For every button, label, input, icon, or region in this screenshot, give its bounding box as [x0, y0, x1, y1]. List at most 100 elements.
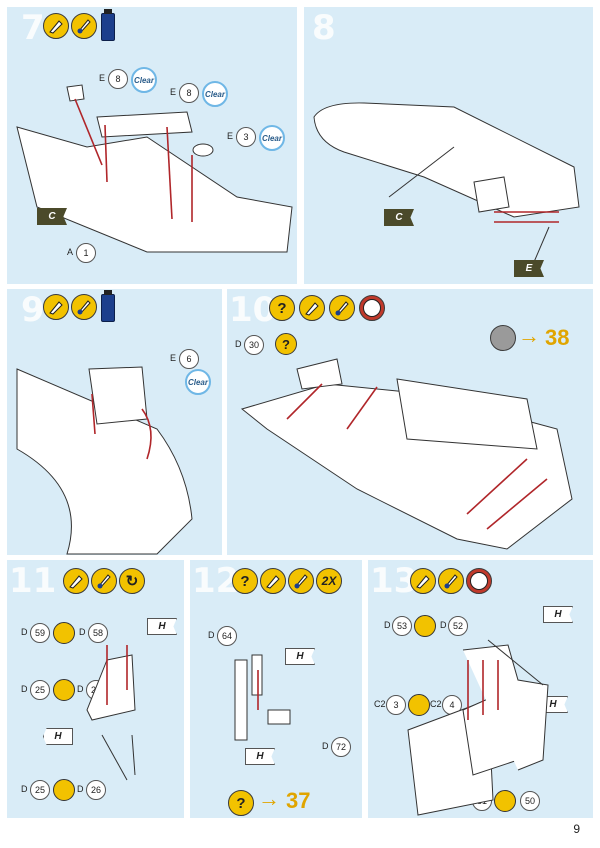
part-sprue: D: [77, 784, 84, 794]
part-sprue: D: [77, 684, 84, 694]
part-number-circle: 52: [448, 616, 468, 636]
cockpit-drawing: [16, 366, 193, 555]
glue-icon: [43, 294, 69, 320]
glue-icon: [299, 295, 325, 321]
rotate-icon: [414, 615, 436, 637]
part-number-circle: 30: [244, 335, 264, 355]
part-number-circle: 6: [179, 349, 199, 369]
reference-arrow: →: [518, 323, 540, 348]
color-flag: C: [37, 208, 67, 225]
help-icon: ?: [228, 790, 254, 816]
part-number-circle: 3: [236, 127, 256, 147]
color-flag: H: [543, 606, 573, 623]
rotate-icon: [53, 679, 75, 701]
clear-paint-badge: Clear: [259, 125, 285, 151]
rotate-icon: [408, 694, 430, 716]
clock-icon: [359, 295, 385, 321]
brush-icon: [91, 568, 117, 594]
quantity-badge: 2X: [316, 568, 342, 594]
brush-icon: [329, 295, 355, 321]
part-number-circle: 8: [179, 83, 199, 103]
part-sprue: D: [235, 339, 242, 349]
reference-arrow: →: [258, 786, 280, 811]
color-flag: C: [384, 209, 414, 226]
reference-step: 37: [286, 788, 311, 813]
brush-icon: [71, 13, 97, 39]
part-number-circle: 64: [217, 626, 237, 646]
part-number-circle: 8: [108, 69, 128, 89]
fuselage-drawing: [313, 102, 580, 263]
part-sprue: E: [99, 73, 106, 83]
help-icon: ?: [269, 295, 295, 321]
part-sprue: D: [322, 741, 329, 751]
wing-engine-drawing: [240, 358, 573, 550]
step-number: 9: [21, 290, 45, 330]
glue-icon: [260, 568, 286, 594]
part-sprue: D: [79, 627, 86, 637]
landing-gear-drawing: [234, 654, 291, 741]
part-sprue: D: [208, 630, 215, 640]
fuselage-drawing: [16, 84, 293, 253]
glue-icon: [410, 568, 436, 594]
step-9-panel: 9 E 6 Clear: [7, 289, 222, 555]
part-sprue: D: [21, 627, 28, 637]
part-sprue: D: [21, 684, 28, 694]
paint-pot-icon: [101, 9, 115, 41]
part-sprue: D: [384, 620, 391, 630]
rotate-icon: [53, 622, 75, 644]
step-7-panel: 7 E 8 Clear E 8 Clear E 3 Clear A 1 C: [7, 7, 297, 284]
step-number: 12: [192, 561, 240, 601]
brush-icon: [71, 294, 97, 320]
color-flag: H: [147, 618, 177, 635]
part-sprue: C2: [374, 699, 386, 709]
color-flag: H: [43, 728, 73, 745]
clear-paint-badge: Clear: [202, 81, 228, 107]
part-sprue: E: [170, 87, 177, 97]
step-number: 13: [370, 561, 418, 601]
part-number-circle: 72: [331, 737, 351, 757]
step-12-panel: 12 ? 2X D 64 H H D 72 ? → 37: [190, 560, 362, 818]
part-number-circle: 25: [30, 680, 50, 700]
color-flag: E: [514, 260, 544, 277]
part-number-circle: 3: [386, 695, 406, 715]
landing-gear-drawing: [86, 645, 136, 781]
part-sprue: D: [21, 784, 28, 794]
rotate-icon: ↻: [119, 568, 145, 594]
step-number: 10: [229, 290, 277, 330]
step-8-panel: 8 C E: [304, 7, 593, 284]
main-gear-drawing: [407, 639, 549, 816]
clear-paint-badge: Clear: [131, 67, 157, 93]
page-number: 9: [573, 822, 580, 836]
part-number-circle: 59: [30, 623, 50, 643]
part-number-circle: 58: [88, 623, 108, 643]
clock-icon: [466, 568, 492, 594]
step-number: 8: [312, 8, 336, 48]
part-number-circle: 26: [86, 780, 106, 800]
paint-pot-icon: [101, 290, 115, 322]
clear-paint-badge: Clear: [185, 369, 211, 395]
step-11-panel: 11 ↻ D 59 D 58 H D 25 D 26 H D 25 D 26: [7, 560, 184, 818]
part-number-circle: 53: [392, 616, 412, 636]
part-sprue: E: [227, 131, 234, 141]
part-sprue: E: [170, 353, 177, 363]
part-sprue: D: [440, 620, 447, 630]
part-sprue: C2: [430, 699, 442, 709]
help-icon: ?: [275, 333, 297, 355]
part-number-circle: 1: [76, 243, 96, 263]
part-number-circle: 25: [30, 780, 50, 800]
rotate-icon: [53, 779, 75, 801]
brush-icon: [438, 568, 464, 594]
color-flag: H: [245, 748, 275, 765]
step-13-panel: 13 H D 53 D 52 C2 3 C2 4 H G D 51 50: [368, 560, 593, 818]
part-sprue: A: [67, 247, 74, 257]
glue-icon: [43, 13, 69, 39]
part-number-circle: 4: [442, 695, 462, 715]
painted-part-icon: [490, 325, 516, 351]
help-icon: ?: [232, 568, 258, 594]
glue-icon: [63, 568, 89, 594]
step-10-panel: 10 ? → 38 D 30 ?: [227, 289, 593, 555]
step-number: 7: [21, 8, 45, 48]
color-flag: H: [285, 648, 315, 665]
reference-step: 38: [545, 325, 570, 350]
brush-icon: [288, 568, 314, 594]
